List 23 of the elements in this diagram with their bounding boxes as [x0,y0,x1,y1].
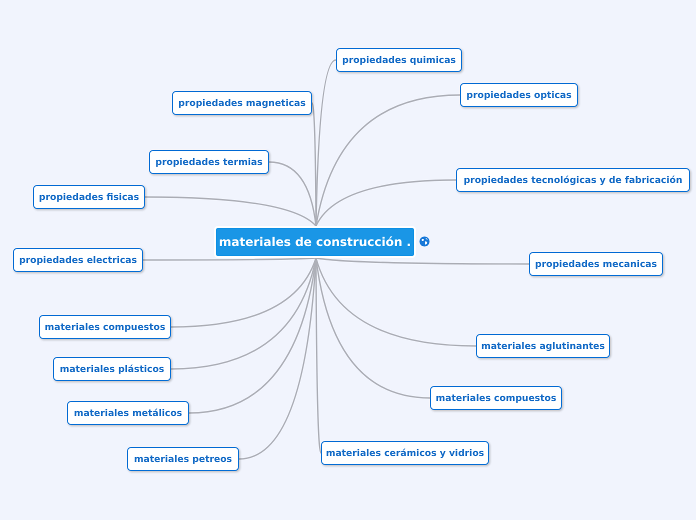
subtopic-box: materiales metálicos [67,401,189,425]
subtopic-box: propiedades fisicas [33,185,145,209]
connector-line [145,196,316,227]
subtopic-box: propiedades electricas [13,248,143,272]
subtopic-box: materiales aglutinantes [476,334,610,358]
subtopic-box: materiales petreos [127,447,239,471]
subtopic-box: materiales compuestos [39,315,171,339]
subtopic-box: propiedades opticas [460,83,578,107]
connector-line [315,179,456,226]
central-topic: materiales de construcción . [214,226,416,258]
subtopic-box: propiedades termias [149,150,269,174]
connector-line [170,258,317,328]
subtopic-box: materiales cerámicos y vidrios [321,441,489,465]
subtopic-box: propiedades mecanicas [529,252,663,276]
subtopic-box: propiedades quimicas [336,48,462,72]
connector-line [315,258,476,347]
connector-line [316,257,529,265]
subtopic-box: propiedades magneticas [172,91,312,115]
connector-line [268,161,317,226]
subtopic-box: materiales plásticos [53,357,171,381]
subtopic-box: materiales compuestos [430,386,562,410]
subtopic-box: propiedades tecnológicas y de fabricación [456,168,690,192]
connector-line [143,257,316,261]
